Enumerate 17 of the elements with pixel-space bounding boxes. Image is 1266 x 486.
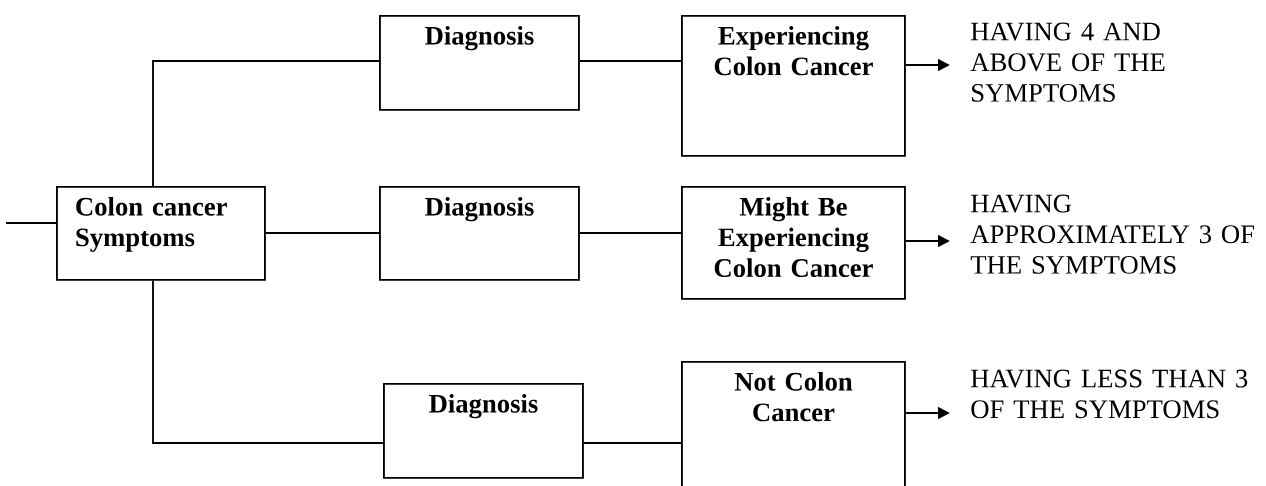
outcome-text: HAVING APPROXIMATELY 3 OF THE SYMPTOMS <box>970 194 1255 274</box>
process-box: Might Be Experiencing Colon Cancer <box>681 186 906 300</box>
outcome-text: HAVING 4 AND ABOVE OF THE SYMPTOMS <box>970 22 1165 102</box>
process-box: Diagnosis <box>379 186 580 281</box>
connector-line <box>578 232 682 234</box>
outcome-text: HAVING LESS THAN 3 OF THE SYMPTOMS <box>971 369 1248 419</box>
process-box: Experiencing Colon Cancer <box>681 15 906 157</box>
connector-line <box>578 60 682 62</box>
connector-line <box>152 279 384 444</box>
connector-line <box>152 60 380 187</box>
connector-line <box>264 232 380 234</box>
process-box: Not Colon Cancer <box>681 361 906 486</box>
process-box: Diagnosis <box>379 15 580 111</box>
connector-line <box>5 222 57 224</box>
process-box: Diagnosis <box>383 383 584 479</box>
process-box: Colon cancer Symptoms <box>56 186 266 281</box>
connector-line <box>582 442 682 444</box>
